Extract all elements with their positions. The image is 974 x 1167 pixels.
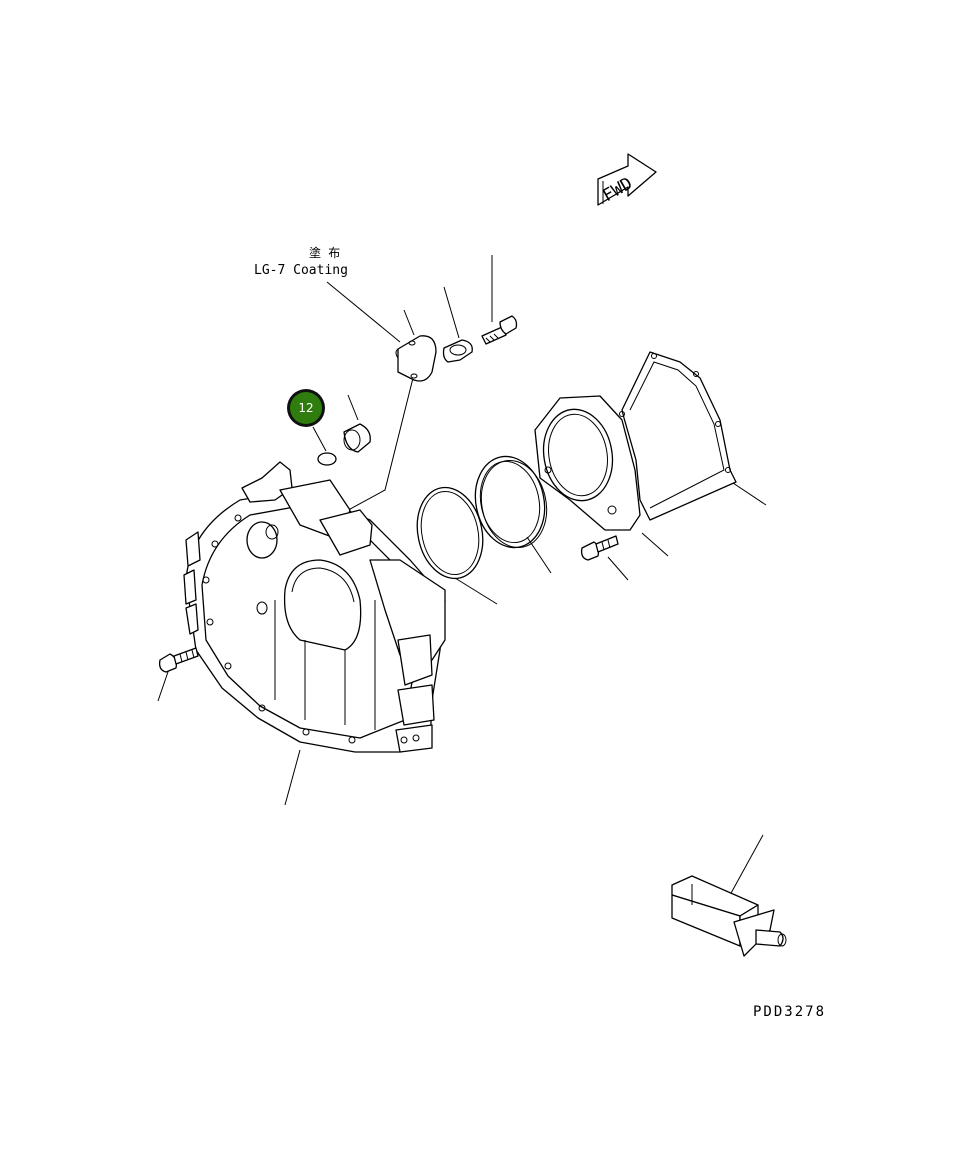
large-o-ring — [416, 486, 484, 580]
fwd-arrow-icon: FWD — [597, 153, 657, 206]
o-ring — [317, 452, 337, 466]
callout-number: 12 — [298, 401, 313, 415]
top-bolt — [481, 315, 518, 345]
left-bolt — [158, 647, 199, 673]
housing-gasket — [619, 351, 737, 521]
coating-annotation: 塗 布 LG-7 Coating — [254, 245, 401, 343]
leader-lines — [157, 255, 767, 896]
callout-12[interactable]: 12 — [287, 389, 325, 427]
drawing-code: PDD3278 — [753, 1004, 826, 1020]
plug — [343, 423, 371, 453]
small-gasket — [442, 339, 473, 363]
installer-tool — [671, 875, 787, 957]
flywheel-housing — [183, 461, 446, 753]
cover-plate — [395, 335, 437, 382]
right-bolt — [580, 535, 619, 561]
callout-badge — [290, 392, 322, 424]
annotation-jp: 塗 布 — [309, 245, 340, 260]
annotation-en: LG-7 Coating — [254, 263, 348, 278]
seal-housing — [534, 395, 641, 531]
seal-ring — [474, 455, 548, 549]
